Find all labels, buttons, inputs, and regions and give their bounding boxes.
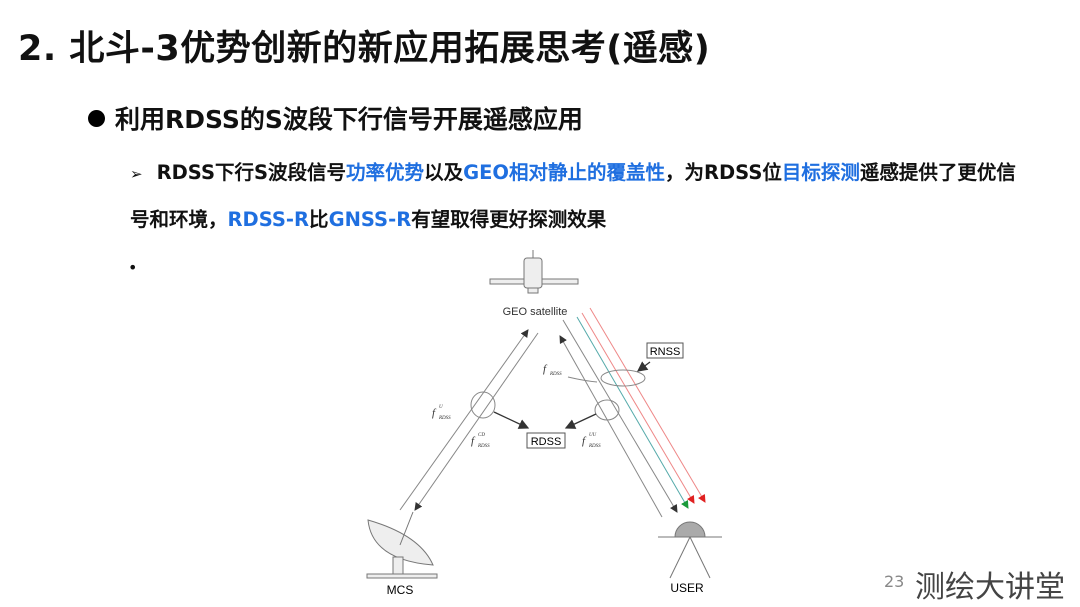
f-rdss-subscript: RDSS	[549, 372, 562, 377]
f-rdss-u-superscript: U	[439, 405, 443, 410]
rdss-label: RDSS	[531, 436, 562, 448]
watermark-logo: 测绘大讲堂	[915, 570, 1065, 605]
uplink-line	[399, 329, 529, 511]
f-rdss-cd-label: f	[471, 435, 476, 447]
f-rdss-uu-subscript: RDSS	[588, 444, 601, 449]
downlink-line	[414, 332, 539, 511]
highlight-text: GNSS-R	[328, 208, 412, 231]
f-rdss-uu-label: f	[582, 435, 587, 447]
satellite-icon	[489, 250, 579, 294]
geo-label: GEO satellite	[503, 306, 568, 318]
rdss-box	[526, 432, 566, 449]
highlight-text: 目标探测	[781, 161, 860, 184]
green-signal-line	[576, 316, 689, 509]
rnss-box	[646, 342, 684, 359]
text: ，为RDSS位	[664, 161, 782, 184]
bullet-text: 利用RDSS的S波段下行信号开展遥感应用	[115, 105, 583, 134]
f-rdss-label: f	[543, 363, 548, 375]
arrow-bullet-icon: ➢	[130, 165, 143, 183]
slide-title: 2. 北斗-3优势创新的新应用拓展思考(遥感)	[18, 29, 711, 69]
highlight-text: GEO相对静止的覆盖性	[463, 161, 665, 184]
dish-antenna-icon	[366, 511, 438, 579]
red-signal-line	[581, 312, 695, 504]
user-downlink-line	[562, 319, 678, 513]
f-rdss-u-label: f	[432, 407, 437, 419]
f-rdss-u-subscript: RDSS	[438, 416, 451, 421]
text: 以及	[424, 161, 464, 184]
user-receiver-icon	[658, 521, 722, 579]
highlight-text: RDSS-R	[227, 208, 310, 231]
text: 有望取得更好探测效果	[411, 208, 607, 231]
sub-bullet: ➢ RDSS下行S波段信号功率优势以及GEO相对静止的覆盖性，为RDSS位目标探测…	[130, 150, 1020, 242]
red-signal-line-2	[589, 307, 706, 503]
text: 遥感提供了更优信号和环境，	[130, 161, 1016, 231]
text: RDSS下行S波段信号	[156, 161, 347, 184]
bullet-dot	[88, 110, 105, 127]
highlight-text: 功率优势	[346, 161, 425, 184]
f-rdss-uu-superscript: UU	[589, 433, 597, 438]
mcs-label: MCS	[387, 583, 414, 597]
empty-bullet: •	[128, 258, 138, 277]
rnss-label: RNSS	[650, 346, 681, 358]
user-label: USER	[670, 581, 704, 595]
bullet-main: 利用RDSS的S波段下行信号开展遥感应用	[88, 100, 583, 136]
f-rdss-cd-superscript: CD	[478, 433, 485, 438]
page-number: 23	[884, 572, 905, 591]
f-rdss-cd-subscript: RDSS	[477, 444, 490, 449]
user-uplink-line	[559, 335, 663, 518]
text: 比	[309, 208, 329, 231]
